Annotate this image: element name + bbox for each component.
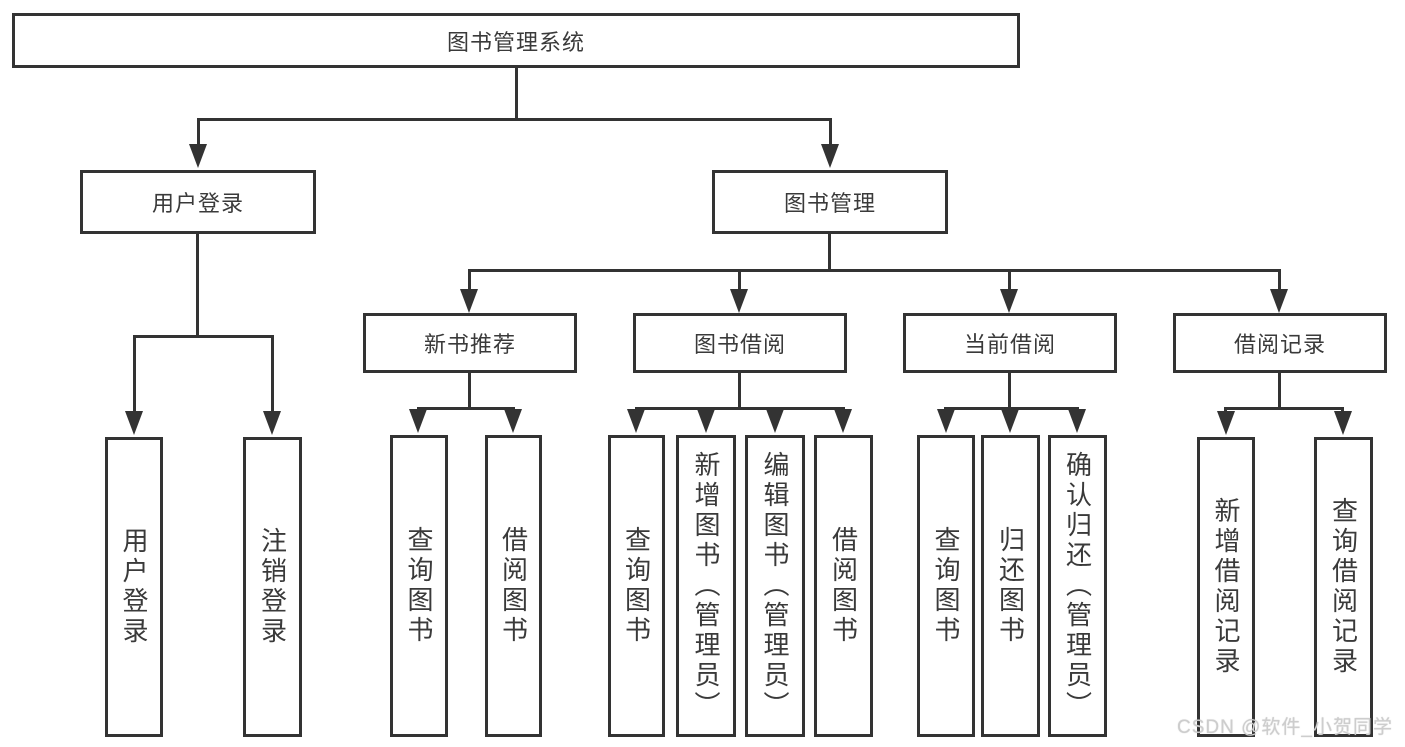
leaf-query-book-borrow-label: 查询图书 (621, 526, 652, 646)
leaf-return-book-label: 归还图书 (995, 526, 1026, 646)
connector-stem-book-borrow (738, 269, 741, 293)
connector-stem-user-login (197, 118, 200, 150)
leaf-borrow-book-label: 借阅图书 (828, 526, 859, 646)
leaf-edit-book-admin-label: 编辑图书（管理员） (760, 451, 790, 721)
connector-book-mgmt-bus (468, 269, 1281, 272)
node-book-borrow: 图书借阅 (633, 313, 847, 373)
connector-book-borrow-bus (635, 407, 845, 410)
arrow-down-icon (1000, 289, 1018, 313)
leaf-borrow-book-recommend: 借阅图书 (485, 435, 542, 737)
connector-root-bus (197, 118, 832, 121)
node-book-borrow-label: 图书借阅 (693, 332, 786, 357)
leaf-query-borrow-record: 查询借阅记录 (1314, 437, 1373, 737)
connector-current-borrow-stem (1008, 372, 1011, 409)
node-book-mgmt-label: 图书管理 (783, 191, 876, 216)
leaf-user-login: 用户登录 (105, 437, 163, 737)
node-root: 图书管理系统 (12, 13, 1020, 68)
connector-new-book-bus (417, 407, 515, 410)
leaf-add-borrow-record-label: 新增借阅记录 (1211, 497, 1241, 677)
node-borrow-record-label: 借阅记录 (1233, 332, 1326, 357)
connector-user-login-stem (196, 233, 199, 337)
connector-stem-leaf (133, 335, 136, 415)
connector-borrow-record-bus (1224, 407, 1344, 410)
node-root-label: 图书管理系统 (446, 29, 585, 55)
node-book-mgmt: 图书管理 (712, 170, 948, 234)
connector-book-borrow-stem (738, 372, 741, 409)
leaf-logout-label: 注销登录 (257, 527, 288, 647)
arrow-down-icon (504, 409, 522, 433)
arrow-down-icon (189, 144, 207, 168)
leaf-add-borrow-record: 新增借阅记录 (1197, 437, 1255, 737)
leaf-user-login-label: 用户登录 (119, 527, 149, 647)
connector-root-stem (515, 66, 518, 120)
node-borrow-record: 借阅记录 (1173, 313, 1387, 373)
leaf-query-book-borrow: 查询图书 (608, 435, 665, 737)
leaf-borrow-book: 借阅图书 (814, 435, 873, 737)
arrow-down-icon (627, 409, 645, 433)
leaf-add-book-admin: 新增图书（管理员） (676, 435, 736, 737)
arrow-down-icon (1334, 411, 1352, 435)
leaf-query-book-current: 查询图书 (917, 435, 975, 737)
arrow-down-icon (1068, 409, 1086, 433)
csdn-watermark: CSDN @软件_小贺同学 (1177, 717, 1393, 738)
leaf-query-borrow-record-label: 查询借阅记录 (1328, 497, 1359, 677)
connector-stem-leaf (271, 335, 274, 415)
arrow-down-icon (697, 409, 715, 433)
arrow-down-icon (1001, 409, 1019, 433)
leaf-query-book-recommend: 查询图书 (390, 435, 448, 737)
arrow-down-icon (409, 409, 427, 433)
arrow-down-icon (766, 409, 784, 433)
arrow-down-icon (1217, 411, 1235, 435)
connector-book-mgmt-stem (828, 233, 831, 271)
arrow-down-icon (937, 409, 955, 433)
arrow-down-icon (1270, 289, 1288, 313)
arrow-down-icon (263, 411, 281, 435)
node-new-book-recommend: 新书推荐 (363, 313, 577, 373)
leaf-query-book-current-label: 查询图书 (931, 526, 961, 646)
leaf-return-book: 归还图书 (981, 435, 1040, 737)
connector-stem-borrow-record (1278, 269, 1281, 293)
node-new-book-recommend-label: 新书推荐 (423, 332, 516, 357)
leaf-logout: 注销登录 (243, 437, 302, 737)
connector-new-book-stem (468, 372, 471, 409)
arrow-down-icon (834, 409, 852, 433)
arrow-down-icon (821, 144, 839, 168)
leaf-confirm-return-admin: 确认归还（管理员） (1048, 435, 1107, 737)
connector-user-login-bus (133, 335, 274, 338)
arrow-down-icon (730, 289, 748, 313)
arrow-down-icon (125, 411, 143, 435)
connector-stem-book-mgmt (829, 118, 832, 150)
leaf-edit-book-admin: 编辑图书（管理员） (745, 435, 805, 737)
leaf-add-book-admin-label: 新增图书（管理员） (691, 451, 721, 721)
arrow-down-icon (460, 289, 478, 313)
node-current-borrow-label: 当前借阅 (963, 332, 1056, 357)
connector-stem-current-borrow (1008, 269, 1011, 293)
connector-borrow-record-stem (1278, 372, 1281, 409)
node-user-login: 用户登录 (80, 170, 316, 234)
node-current-borrow: 当前借阅 (903, 313, 1117, 373)
leaf-query-book-recommend-label: 查询图书 (404, 526, 434, 646)
leaf-borrow-book-recommend-label: 借阅图书 (498, 526, 529, 646)
connector-stem-new-book (468, 269, 471, 293)
leaf-confirm-return-admin-label: 确认归还（管理员） (1062, 451, 1093, 721)
node-user-login-label: 用户登录 (151, 191, 244, 216)
